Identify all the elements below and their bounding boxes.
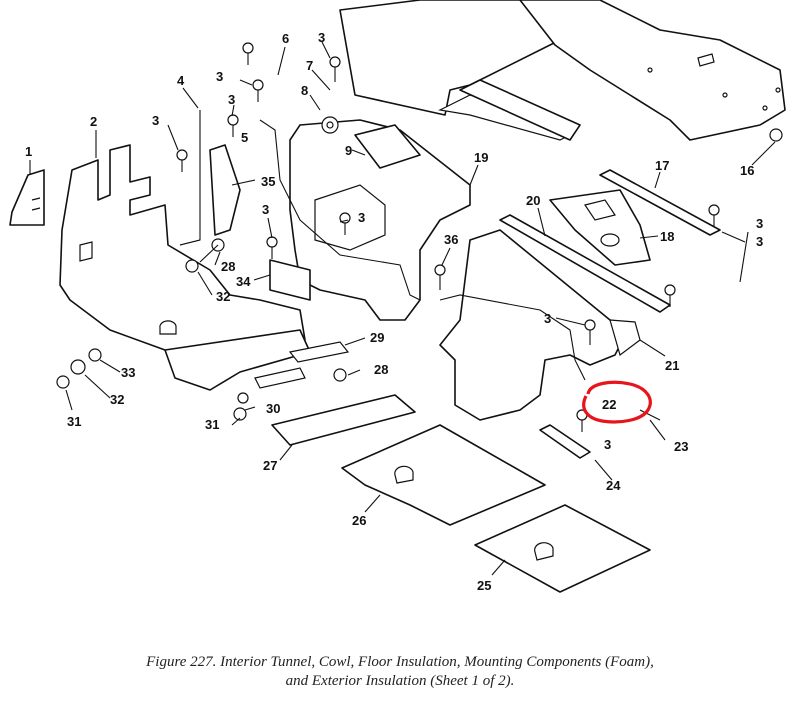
part-9-pad bbox=[354, 124, 421, 169]
part-25-insulation bbox=[474, 504, 651, 593]
callout-26: 26 bbox=[352, 513, 366, 528]
callout-5: 5 bbox=[241, 130, 248, 145]
callout-19: 19 bbox=[474, 150, 488, 165]
callout-34: 34 bbox=[236, 274, 251, 289]
callout-17: 17 bbox=[655, 158, 669, 173]
callout-3c: 3 bbox=[228, 92, 235, 107]
callout-32b: 32 bbox=[110, 392, 124, 407]
caption-line-2: and Exterior Insulation (Sheet 1 of 2). bbox=[285, 673, 515, 689]
callout-4: 4 bbox=[177, 73, 185, 88]
callout-6: 6 bbox=[282, 31, 289, 46]
callout-20: 20 bbox=[526, 193, 540, 208]
part-24-strap bbox=[539, 424, 591, 459]
part-2-side-panel bbox=[59, 144, 306, 376]
callout-30: 30 bbox=[266, 401, 280, 416]
exploded-parts-diagram: 1 2 3 3 3 3 3 3 3 3 4 5 6 7 8 9 16 17 18… bbox=[9, 0, 786, 593]
callout-3a: 3 bbox=[152, 113, 159, 128]
caption-line-1: Figure 227. Interior Tunnel, Cowl, Floor… bbox=[146, 654, 654, 670]
callout-24: 24 bbox=[606, 478, 621, 493]
part-1-bracket bbox=[9, 169, 45, 226]
callout-16: 16 bbox=[740, 163, 754, 178]
floor-plate bbox=[164, 329, 350, 391]
callout-9: 9 bbox=[345, 143, 352, 158]
callout-labels: 1 2 3 3 3 3 3 3 3 3 4 5 6 7 8 9 16 17 18… bbox=[25, 30, 763, 593]
callout-1: 1 bbox=[25, 144, 32, 159]
callout-3e: 3 bbox=[262, 202, 269, 217]
callout-28b: 28 bbox=[374, 362, 388, 377]
highlight-circle-22 bbox=[582, 380, 652, 424]
callout-32a: 32 bbox=[216, 289, 230, 304]
callout-3i: 3 bbox=[604, 437, 611, 452]
part-27-insulation bbox=[271, 394, 416, 446]
upper-cowl-panel bbox=[339, 0, 786, 141]
callout-3j: 3 bbox=[756, 216, 763, 231]
callout-31b: 31 bbox=[67, 414, 81, 429]
part-35-bracket bbox=[209, 144, 241, 236]
callout-22: 22 bbox=[602, 397, 616, 412]
figure-caption: Figure 227. Interior Tunnel, Cowl, Floor… bbox=[0, 653, 800, 691]
part-26-insulation bbox=[341, 424, 546, 526]
callout-8: 8 bbox=[301, 83, 308, 98]
callout-33: 33 bbox=[121, 365, 135, 380]
callout-23: 23 bbox=[674, 439, 688, 454]
callout-36: 36 bbox=[444, 232, 458, 247]
part-34-bracket bbox=[269, 259, 311, 301]
callout-31a: 31 bbox=[205, 417, 219, 432]
part-18-plate bbox=[549, 189, 651, 266]
screw-fasteners bbox=[56, 42, 783, 432]
cable-brackets bbox=[179, 110, 586, 381]
callout-21: 21 bbox=[665, 358, 679, 373]
callout-29: 29 bbox=[370, 330, 384, 345]
callout-18: 18 bbox=[660, 229, 674, 244]
callout-3d: 3 bbox=[318, 30, 325, 45]
callout-25: 25 bbox=[477, 578, 491, 593]
callout-7: 7 bbox=[306, 58, 313, 73]
callout-35: 35 bbox=[261, 174, 275, 189]
part-17-strap bbox=[599, 169, 721, 236]
callout-3b: 3 bbox=[216, 69, 223, 84]
callout-leaders bbox=[29, 41, 776, 576]
callout-27: 27 bbox=[263, 458, 277, 473]
callout-3h: 3 bbox=[544, 311, 551, 326]
part-19-tunnel bbox=[289, 79, 581, 321]
callout-2: 2 bbox=[90, 114, 97, 129]
callout-28a: 28 bbox=[221, 259, 235, 274]
callout-3g: 3 bbox=[756, 234, 763, 249]
callout-3f: 3 bbox=[358, 210, 365, 225]
rear-tunnel-section bbox=[439, 229, 641, 421]
